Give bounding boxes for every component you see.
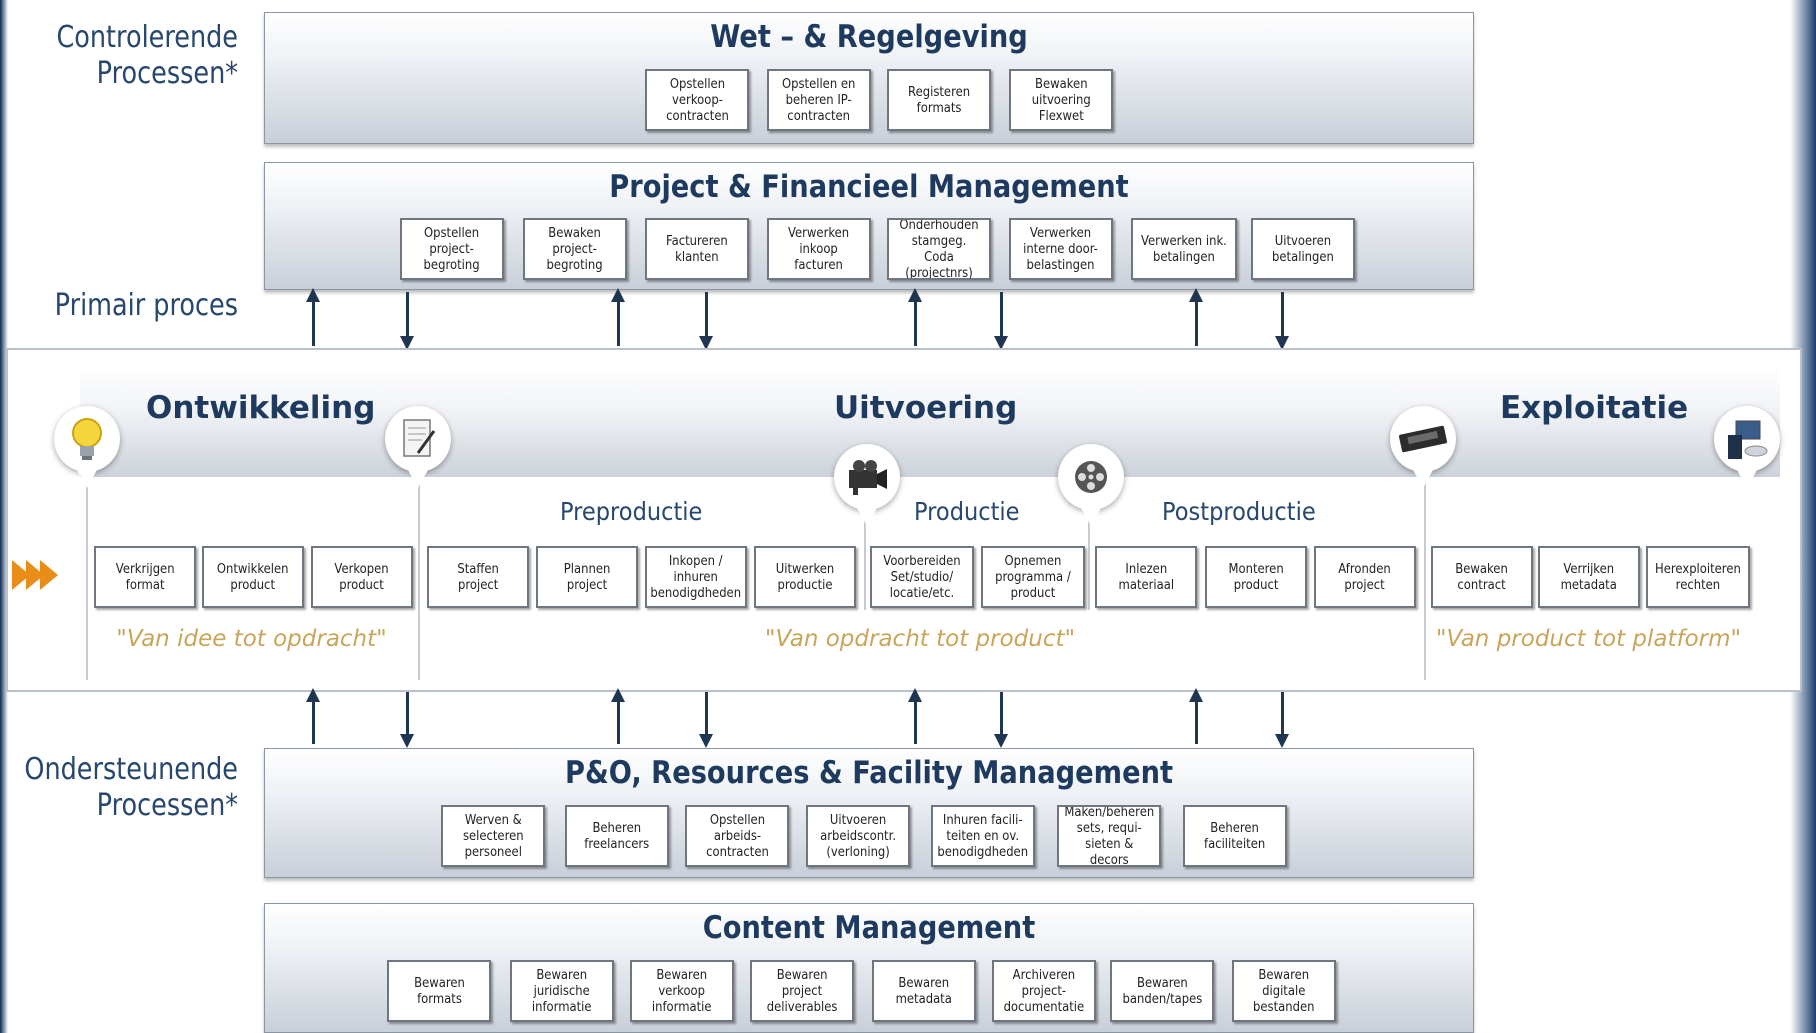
process-box[interactable]: Bewaken uitvoering Flexwet xyxy=(1009,69,1113,131)
process-box[interactable]: Bewaren formats xyxy=(387,960,491,1022)
process-box[interactable]: Inkopen / inhuren benodigdheden xyxy=(645,546,747,608)
process-box[interactable]: Bewaren banden/tapes xyxy=(1110,960,1214,1022)
up-arrow xyxy=(611,688,625,744)
process-box[interactable]: Voorbereiden Set/studio/ locatie/etc. xyxy=(870,546,974,608)
content-management-title: Content Management xyxy=(702,910,1036,946)
subphase-productie: Productie xyxy=(914,497,1020,526)
videotape-icon xyxy=(1390,406,1456,488)
process-box[interactable]: Bewaren juridische informatie xyxy=(510,960,614,1022)
flow-chevrons xyxy=(12,560,58,590)
process-box[interactable]: Uitvoeren betalingen xyxy=(1251,218,1355,280)
process-box[interactable]: Plannen project xyxy=(536,546,638,608)
process-box[interactable]: Inhuren facili- teiten en ov. benodigdhe… xyxy=(931,805,1035,867)
process-box[interactable]: Opstellen verkoop- contracten xyxy=(645,69,749,131)
computer-icon xyxy=(1714,406,1780,488)
tagline-uitvoering: "Van opdracht tot product" xyxy=(764,626,1076,652)
video-camera-icon xyxy=(834,444,900,526)
phase-exploitatie: Exploitatie xyxy=(1500,390,1689,426)
up-arrow xyxy=(1189,688,1203,744)
process-box[interactable]: Opstellen en beheren IP- contracten xyxy=(767,69,871,131)
process-box[interactable]: Verkopen product xyxy=(311,546,413,608)
po-resources-title: P&O, Resources & Facility Management xyxy=(564,755,1174,791)
process-box[interactable]: Onderhouden stamgeg. Coda (projectnrs) xyxy=(887,218,991,280)
down-arrow xyxy=(400,292,414,350)
process-box[interactable]: Archiveren project- documentatie xyxy=(992,960,1096,1022)
process-box[interactable]: Beheren freelancers xyxy=(565,805,669,867)
process-box[interactable]: Herexploiteren rechten xyxy=(1646,546,1750,608)
process-box[interactable]: Werven & selecteren personeel xyxy=(441,805,545,867)
process-box[interactable]: Verrijken metadata xyxy=(1538,546,1640,608)
process-box[interactable]: Ontwikkelen product xyxy=(202,546,304,608)
document-icon xyxy=(385,406,451,488)
process-box[interactable]: Opnemen programma / product xyxy=(981,546,1085,608)
process-box[interactable]: Verwerken inkoop facturen xyxy=(767,218,871,280)
process-box[interactable]: Opstellen project- begroting xyxy=(400,218,504,280)
down-arrow xyxy=(1275,692,1289,748)
down-arrow xyxy=(1275,292,1289,350)
process-box[interactable]: Uitwerken productie xyxy=(754,546,856,608)
up-arrow xyxy=(306,688,320,744)
primair-proces-label: Primair proces xyxy=(54,288,238,323)
process-box[interactable]: Bewaken project- begroting xyxy=(523,218,627,280)
process-box[interactable]: Registeren formats xyxy=(887,69,991,131)
process-box[interactable]: Beheren faciliteiten xyxy=(1183,805,1287,867)
wet-regelgeving-title: Wet – & Regelgeving xyxy=(710,19,1028,55)
up-arrow xyxy=(908,688,922,744)
process-box[interactable]: Bewaken contract xyxy=(1431,546,1533,608)
divider xyxy=(1424,470,1426,680)
process-box[interactable]: Bewaren verkoop informatie xyxy=(630,960,734,1022)
process-box[interactable]: Verwerken ink. betalingen xyxy=(1131,218,1237,280)
tagline-exploitatie: "Van product tot platform" xyxy=(1435,626,1742,652)
process-box[interactable]: Factureren klanten xyxy=(645,218,749,280)
down-arrow xyxy=(994,692,1008,748)
divider xyxy=(1088,500,1090,610)
process-box[interactable]: Bewaren metadata xyxy=(872,960,976,1022)
down-arrow xyxy=(699,292,713,350)
down-arrow xyxy=(699,692,713,748)
up-arrow xyxy=(611,288,625,346)
process-box[interactable]: Opstellen arbeids- contracten xyxy=(685,805,789,867)
divider xyxy=(864,500,866,610)
process-box[interactable]: Verkrijgen format xyxy=(94,546,196,608)
up-arrow xyxy=(1189,288,1203,346)
lightbulb-icon xyxy=(54,406,120,488)
process-box[interactable]: Bewaren project deliverables xyxy=(750,960,854,1022)
subphase-postproductie: Postproductie xyxy=(1162,497,1316,526)
phase-ontwikkeling: Ontwikkeling xyxy=(146,390,376,426)
controlerende-processen-label: Controlerende Processen* xyxy=(56,20,239,91)
divider xyxy=(86,470,88,680)
process-box[interactable]: Inlezen materiaal xyxy=(1095,546,1197,608)
process-box[interactable]: Uitvoeren arbeidscontr. (verloning) xyxy=(806,805,910,867)
up-arrow xyxy=(306,288,320,346)
process-box[interactable]: Verwerken interne door- belastingen xyxy=(1009,218,1113,280)
process-box[interactable]: Afronden project xyxy=(1314,546,1416,608)
project-financieel-title: Project & Financieel Management xyxy=(609,169,1129,205)
phase-uitvoering: Uitvoering xyxy=(834,390,1018,426)
ondersteunende-processen-label: Ondersteunende Processen* xyxy=(24,752,239,823)
down-arrow xyxy=(994,292,1008,350)
up-arrow xyxy=(908,288,922,346)
process-box[interactable]: Monteren product xyxy=(1205,546,1307,608)
process-box[interactable]: Bewaren digitale bestanden xyxy=(1232,960,1336,1022)
tagline-ontwikkeling: "Van idee tot opdracht" xyxy=(116,626,387,652)
primair-proces-header xyxy=(80,365,1780,477)
process-box[interactable]: Maken/beheren sets, requi- sieten & deco… xyxy=(1057,805,1161,867)
subphase-preproductie: Preproductie xyxy=(560,497,703,526)
down-arrow xyxy=(400,692,414,748)
divider xyxy=(418,470,420,680)
process-box[interactable]: Staffen project xyxy=(427,546,529,608)
film-reel-icon xyxy=(1058,444,1124,526)
